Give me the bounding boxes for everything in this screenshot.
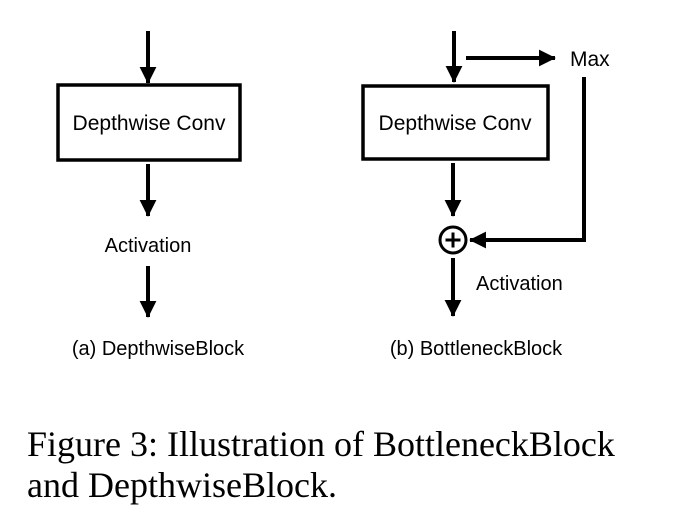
- depthwise-conv-label-b: Depthwise Conv: [379, 112, 532, 135]
- diagram-a: Depthwise Conv Activation (a) DepthwiseB…: [56, 31, 245, 360]
- depthwise-conv-box-b: [361, 84, 550, 161]
- figure-caption-line1: Figure 3: Illustration of BottleneckBloc…: [27, 424, 615, 464]
- max-label: Max: [570, 48, 610, 71]
- diagram-a-caption: (a) DepthwiseBlock: [72, 338, 245, 360]
- skip-connection-arrow: [469, 77, 586, 249]
- activation-label-a: Activation: [105, 235, 192, 257]
- depthwise-conv-box-a: [56, 83, 242, 162]
- activation-label-b: Activation: [476, 273, 563, 295]
- block-diagram-canvas: Depthwise Conv Activation (a) DepthwiseB…: [56, 31, 610, 360]
- figure-caption: Figure 3: Illustration of BottleneckBloc…: [27, 424, 667, 506]
- diagram-b-caption: (b) BottleneckBlock: [390, 338, 563, 360]
- diagram-b: Max Depthwise Conv Activation (b) Bottle…: [361, 31, 610, 360]
- figure-caption-line2: and DepthwiseBlock.: [27, 465, 337, 505]
- add-icon: [438, 225, 468, 255]
- depthwise-conv-label-a: Depthwise Conv: [73, 112, 226, 135]
